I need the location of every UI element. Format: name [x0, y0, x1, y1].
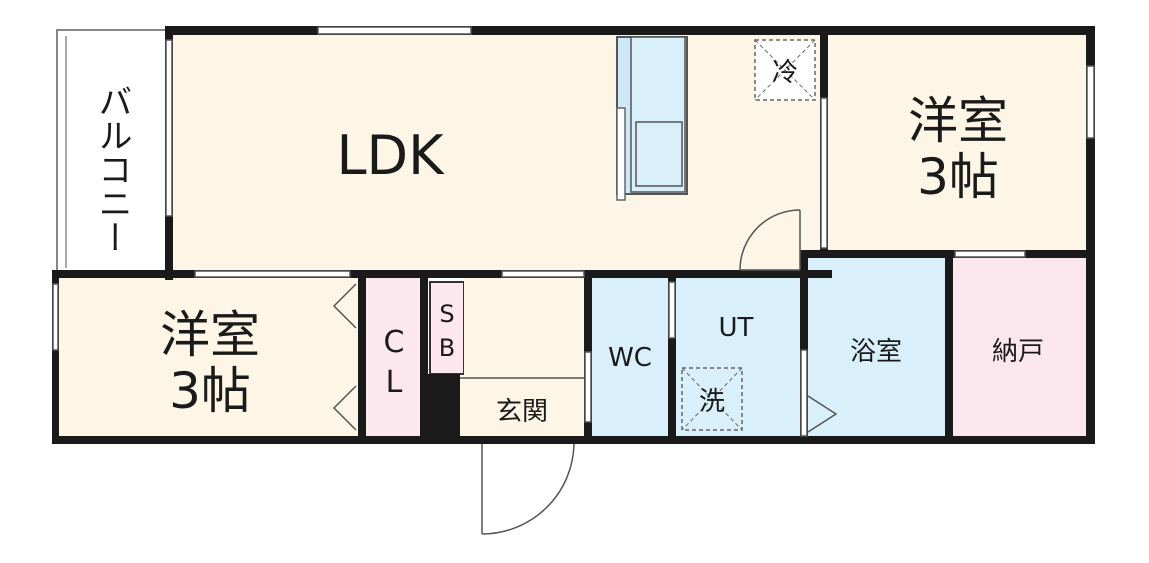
refrigerator-label: 冷	[772, 58, 798, 88]
storage-floor	[949, 256, 1086, 436]
balcony-area	[56, 29, 168, 277]
washer-label: 洗	[699, 387, 725, 417]
hallway-floor	[464, 278, 584, 378]
closet-label-line1: C	[384, 325, 405, 360]
shoe-box-label-line1: S	[439, 300, 454, 328]
western-room-right-size: 3帖	[917, 148, 999, 206]
bathroom-floor	[804, 256, 945, 436]
bathroom-label: 浴室	[850, 337, 902, 367]
ldk-label: LDK	[336, 124, 445, 187]
storage-label: 納戸	[992, 337, 1044, 367]
entrance-label: 玄関	[496, 397, 548, 427]
balcony-label: バルコニー	[92, 84, 132, 254]
counter-edge	[616, 107, 626, 201]
cooktop	[635, 121, 683, 187]
ldk-floor	[170, 30, 824, 276]
shoe-box-label-line2: B	[439, 334, 455, 362]
toilet-floor	[592, 278, 668, 436]
refrigerator-space: 冷	[754, 39, 816, 101]
western-room-left-size: 3帖	[169, 362, 251, 420]
western-room-right-floor	[826, 30, 1086, 252]
western-room-right-name: 洋室	[908, 92, 1008, 150]
entrance-floor	[460, 378, 584, 436]
closet-floor	[366, 278, 421, 436]
western-room-left-name: 洋室	[160, 306, 260, 364]
western-room-left-floor	[57, 278, 362, 436]
utility-label: UT	[719, 313, 754, 343]
washer-space: 洗	[681, 367, 743, 431]
windows	[52, 26, 1095, 437]
toilet-label: WC	[608, 343, 652, 373]
closet-label-line2: L	[386, 365, 403, 400]
doors	[332, 209, 838, 535]
